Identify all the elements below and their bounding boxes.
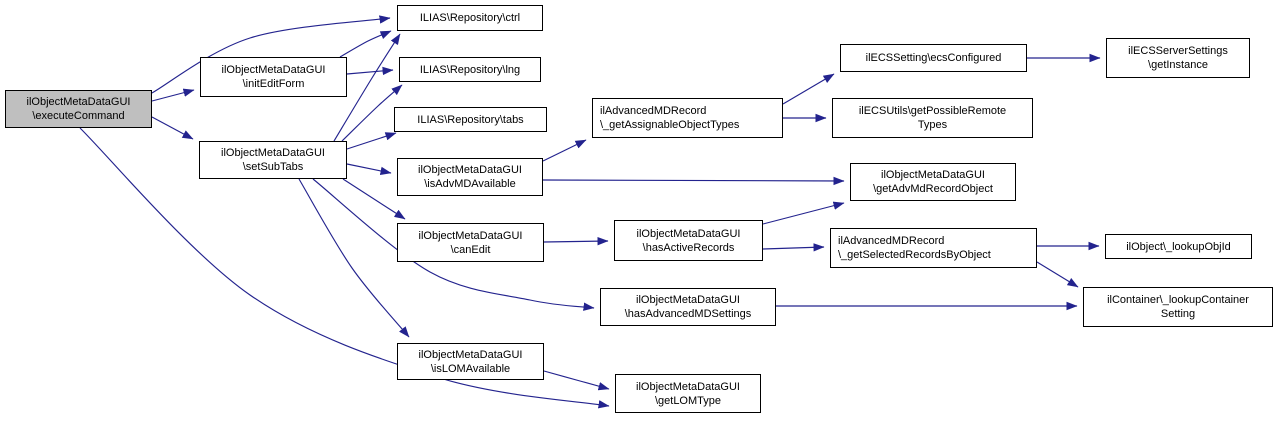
edge-init-edit-form-to-lng [346,66,394,76]
node-label-line: ilECSSetting\ecsConfigured [865,52,1002,64]
node-get-instance[interactable]: ilECSServerSettings \getInstance [1106,38,1250,78]
edge-can-edit-to-has-active-records [543,236,609,246]
node-has-advanced-md-settings[interactable]: ilObjectMetaDataGUI \hasAdvancedMDSetting… [600,288,776,326]
edge-get-selected-records-by-object-to-lookup-container-setting [1036,261,1079,288]
node-label-line: ilAdvancedMDRecord [600,105,707,117]
node-ecs-configured[interactable]: ilECSSetting\ecsConfigured [840,44,1027,72]
node-ctrl[interactable]: ILIAS\Repository\ctrl [397,5,543,31]
node-label-line: ilObjectMetaDataGUI [636,294,740,306]
node-label-line: Setting [1160,308,1196,320]
node-label-line: ilECSServerSettings [1128,45,1228,57]
node-get-selected-records-by-object[interactable]: ilAdvancedMDRecord \_getSelectedRecordsBy… [830,228,1037,268]
node-label-line: ilObjectMetaDataGUI [221,64,326,76]
edge-init-edit-form-to-ctrl [339,30,392,58]
node-label-line: \hasActiveRecords [642,241,735,254]
node-label-line: ilObjectMetaDataGUI [26,96,131,108]
node-label-line: \hasAdvancedMDSettings [624,308,752,320]
node-execute-command: ilObjectMetaDataGUI \executeCommand [5,90,152,128]
edge-execute-command-to-init-edit-form [151,88,195,102]
node-label-line: \canEdit [450,243,491,256]
node-label-line: ilObjectMetaDataGUI [636,380,740,393]
node-label-line: \getAdvMdRecordObject [873,183,993,195]
node-label-line: \initEditForm [242,78,305,90]
edge-set-sub-tabs-to-lng [341,84,403,142]
node-label-line: ilECSUtils\getPossibleRemote [858,105,1007,117]
edge-execute-command-to-get-lom-type [79,127,610,409]
node-get-adv-md-record-object[interactable]: ilObjectMetaDataGUI \getAdvMdRecordObject [850,163,1016,201]
node-label-line: \setSubTabs [242,161,304,173]
node-label-line: ilObjectMetaDataGUI [418,164,522,176]
node-label-line: ILIAS\Repository\lng [419,63,521,76]
edge-set-sub-tabs-to-tabs [346,132,397,150]
node-is-lom-available[interactable]: ilObjectMetaDataGUI\isLOMAvailable [397,343,544,380]
node-label-line: \isAdvMDAvailable [424,178,516,190]
node-label-line: Types [917,119,948,131]
node-label-line: ilObjectMetaDataGUI [418,348,523,361]
edge-set-sub-tabs-to-ctrl [333,33,401,142]
edge-execute-command-to-ctrl [151,15,391,94]
node-label-line: ilObjectMetaDataGUI [418,229,523,242]
node-label-line: ilObject\_lookupObjId [1126,240,1231,253]
node-label-line: ILIAS\Repository\ctrl [419,12,521,24]
node-label-line: \getInstance [1148,59,1208,71]
node-label-line: ilObjectMetaDataGUI [636,227,741,240]
node-label-line: ilObjectMetaDataGUI [221,147,325,159]
node-label-line: \_getSelectedRecordsByObject [838,249,991,261]
edge-has-active-records-to-get-adv-md-record-object [762,201,845,225]
edge-execute-command-to-set-sub-tabs [151,116,194,140]
node-label-line: \executeCommand [32,110,125,122]
edge-set-sub-tabs-to-is-lom-available [298,178,410,338]
edge-has-active-records-to-get-selected-records-by-object [762,243,825,252]
node-has-active-records[interactable]: ilObjectMetaDataGUI\hasActiveRecords [614,220,763,261]
edge-group [79,15,1101,409]
node-is-adv-md-available[interactable]: ilObjectMetaDataGUI \isAdvMDAvailable [397,158,543,196]
node-label-line: ilContainer\_lookupContainer [1107,294,1249,306]
edge-get-assignable-object-types-to-ecs-configured [782,73,835,105]
edge-set-sub-tabs-to-can-edit [342,178,406,220]
node-label-line: ilObjectMetaDataGUI [881,169,985,181]
node-label-line: ilAdvancedMDRecord [838,235,945,247]
edge-is-adv-md-available-to-get-adv-md-record-object [542,176,845,186]
node-tabs[interactable]: ILIAS\Repository\tabs [394,107,547,132]
node-get-assignable-object-types[interactable]: ilAdvancedMDRecord \_getAssignableObjectT… [592,98,783,138]
edge-set-sub-tabs-to-is-adv-md-available [346,163,392,176]
node-get-lom-type[interactable]: ilObjectMetaDataGUI\getLOMType [615,374,761,413]
edge-set-sub-tabs-to-has-advanced-md-settings [312,178,595,311]
node-can-edit[interactable]: ilObjectMetaDataGUI\canEdit [397,223,544,262]
node-label-line: \getLOMType [654,394,722,407]
node-lookup-obj-id[interactable]: ilObject\_lookupObjId [1105,234,1252,259]
node-init-edit-form[interactable]: ilObjectMetaDataGUI \initEditForm [200,57,347,97]
edge-is-adv-md-available-to-get-assignable-object-types [542,139,587,162]
edge-is-lom-available-to-get-lom-type [543,370,610,391]
node-label-line: \_getAssignableObjectTypes [600,119,740,131]
node-lng[interactable]: ILIAS\Repository\lng [399,57,541,82]
node-set-sub-tabs[interactable]: ilObjectMetaDataGUI \setSubTabs [199,141,347,179]
node-label-line: \isLOMAvailable [430,362,511,375]
node-label-line: ILIAS\Repository\tabs [417,113,524,126]
